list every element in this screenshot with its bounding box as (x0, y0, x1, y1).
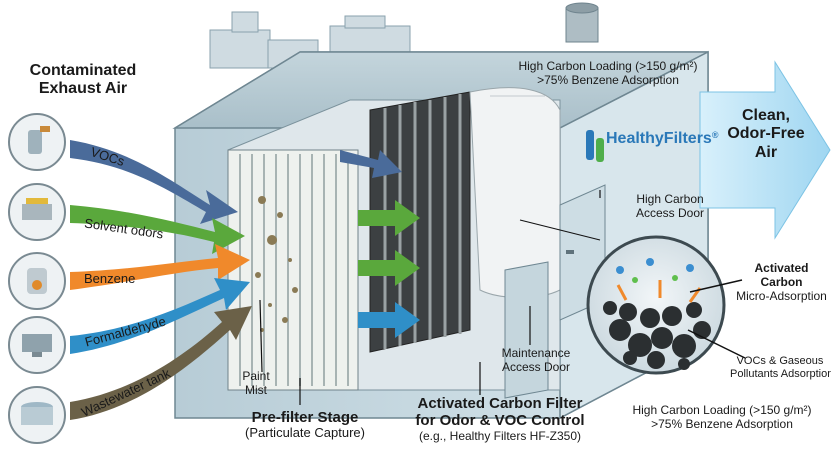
exhaust-stack (565, 2, 599, 43)
activated-line1: Activated (754, 261, 809, 275)
maintenance-line1: Maintenance (501, 346, 571, 360)
carbon-filter-title2: for Odor & VOC Control (415, 412, 585, 430)
inset-spec-line2: >75% Benzene Adsorption (651, 416, 793, 431)
vocs-line2: Pollutants Adsorption (730, 367, 831, 380)
maintenance-door-label: Maintenance Access Door (493, 346, 579, 375)
clean-air-arrow (699, 60, 831, 240)
paint-mist-line1: Paint (242, 369, 270, 383)
internal-flow-arrows (340, 150, 420, 338)
carbon-filter-model: (e.g., Healthy Filters HF-Z350) (418, 428, 582, 443)
maintenance-line2: Access Door (501, 359, 571, 374)
access-door-line1: High Carbon (636, 192, 704, 206)
top-spec-line2: >75% Benzene Adsorption (537, 72, 679, 87)
prefilter-stage-label: Pre-filter Stage (Particulate Capture) (230, 409, 380, 441)
intake-title-line1: Contaminated (29, 62, 137, 79)
clean-air-line3: Air (754, 143, 778, 161)
brand-text: HealthyFilters (606, 130, 712, 147)
vocs-adsorption-label: VOCs & Gaseous Pollutants Adsorption (730, 355, 831, 380)
pollutant-arrows (70, 140, 252, 420)
top-spec-label: High Carbon Loading (>150 g/m²) >75% Ben… (508, 59, 708, 88)
inset-spec-label: High Carbon Loading (>150 g/m²) >75% Ben… (622, 403, 822, 432)
prefilter-stage-title: Pre-filter Stage (251, 409, 359, 426)
paint-mist-label: Paint Mist (233, 369, 279, 398)
clean-air-line2: Odor-Free (727, 125, 805, 143)
prefilter-stage-subtitle: (Particulate Capture) (245, 425, 365, 441)
carbon-filter-panel (369, 91, 471, 353)
activated-line3: Micro-Adsorption (736, 288, 827, 303)
vocs-line1: VOCs & Gaseous (736, 355, 824, 367)
carbon-filter-label: Activated Carbon Filter for Odor & VOC C… (400, 395, 600, 443)
source-icons (8, 113, 66, 444)
activated-carbon-label: Activated Carbon Micro-Adsorption (734, 261, 829, 303)
healthy-filters-logo-icon (586, 130, 604, 162)
brand-name: HealthyFilters® (606, 130, 718, 148)
clean-air-label: Clean, Odor-Free Air (726, 107, 806, 162)
intake-title-line2: Exhaust Air (38, 80, 128, 98)
clean-air-line1: Clean, (741, 107, 790, 124)
access-door-label: High Carbon Access Door (628, 192, 712, 221)
intake-title: Contaminated Exhaust Air (8, 62, 158, 99)
top-spec-line1: High Carbon Loading (>150 g/m²) (518, 59, 698, 73)
inset-spec-line1: High Carbon Loading (>150 g/m²) (632, 403, 812, 417)
maintenance-access-door (504, 261, 549, 399)
leader-lines (259, 190, 601, 405)
activated-line2: Carbon (760, 274, 803, 289)
bag-filters (469, 87, 561, 298)
brand-mark: ® (711, 130, 719, 140)
source-label-benzene: Benzene (84, 271, 136, 286)
carbon-filter-title1: Activated Carbon Filter (417, 395, 583, 412)
paint-mist-line2: Mist (245, 382, 267, 397)
access-door-line2: Access Door (635, 205, 705, 220)
carbon-inset (519, 219, 746, 375)
prefilter-panel (227, 149, 359, 391)
